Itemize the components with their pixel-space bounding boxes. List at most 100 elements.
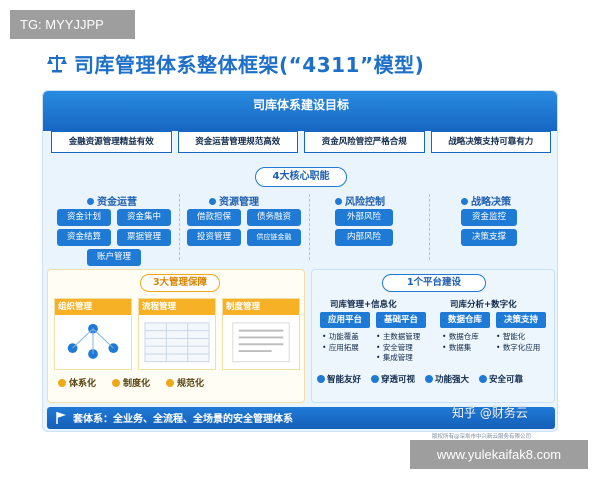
zhihu-watermark: 知乎 @财务云 — [452, 406, 528, 420]
guarantee-panel: 3大管理保障 组织管理 流程管理 — [47, 269, 305, 403]
page-title: 司库管理体系整体框架(“4311”模型) — [74, 52, 425, 77]
platform-group-title: 司库管理+信息化 — [330, 300, 397, 310]
column-title-risk: 风险控制 — [335, 193, 385, 208]
platform-list: • 功能覆盖 • 应用拓展 — [322, 332, 359, 353]
platform-list-item: • 功能覆盖 — [322, 332, 359, 341]
title-row: 司库管理体系整体框架(“4311”模型) — [46, 50, 425, 77]
dot-icon — [166, 379, 175, 387]
dot-icon — [58, 379, 66, 387]
guarantee-card-title: 流程管理 — [139, 299, 215, 315]
platform-box: 决策支持 — [496, 312, 546, 328]
platform-list-item: • 主数据管理 — [376, 332, 421, 341]
function-chip: 票据管理 — [117, 229, 171, 246]
platform-feature: 功能强大 — [425, 373, 469, 385]
feature-text: 安全可靠 — [489, 375, 524, 385]
platform-list-item: • 数字化应用 — [496, 342, 541, 352]
feature-text: 穿透可视 — [381, 375, 416, 385]
feature-text: 智能友好 — [327, 375, 362, 385]
bullet-text: 规范化 — [177, 379, 205, 389]
goal-title: 司库体系建设目标 — [252, 98, 349, 112]
platform-list-item: • 安全管理 — [376, 342, 413, 352]
guarantee-bullet: 制度化 — [112, 376, 150, 389]
platform-list-item: • 数据仓库 — [442, 332, 479, 341]
column-title-strategy: 战略决策 — [461, 193, 511, 208]
dot-icon — [461, 198, 468, 205]
org-chart-icon — [67, 323, 119, 359]
function-chip: 资金监控 — [461, 209, 517, 226]
platform-list: • 数据仓库 • 数据集 — [442, 332, 479, 353]
function-chip: 资金集中 — [117, 209, 171, 226]
column-title-text: 资源管理 — [219, 197, 259, 208]
system-footer-bar: 套体系：全业务、全流程、全场景的安全管理体系 — [47, 407, 555, 429]
platform-box: 基础平台 — [376, 312, 426, 328]
column-divider — [309, 194, 310, 260]
copyright-text: 版权所有@深圳市中兴新云服务有限公司 — [432, 434, 532, 440]
core-functions-label: 4大核心职能 — [255, 167, 347, 187]
function-chip: 投资管理 — [187, 229, 241, 246]
guarantee-label: 3大管理保障 — [140, 274, 220, 292]
goal-banner — [43, 91, 557, 131]
dot-icon — [425, 375, 434, 383]
column-title-fund-ops: 资金运营 — [87, 193, 137, 208]
guarantee-bullets: 体系化 制度化 规范化 — [58, 376, 204, 389]
platform-list-item: • 应用拓展 — [322, 342, 359, 352]
platform-feature: 穿透可视 — [371, 373, 415, 385]
process-table-icon — [144, 322, 210, 363]
platform-features: 智能友好 穿透可视 功能强大 安全可靠 — [317, 373, 523, 385]
function-chip: 决策支撑 — [461, 229, 517, 246]
platform-list: • 智能化 • 数字化应用 — [496, 332, 540, 353]
dot-icon — [209, 198, 216, 205]
column-title-text: 战略决策 — [471, 197, 511, 208]
function-chip: 资金结算 — [57, 229, 111, 246]
guarantee-card-title: 组织管理 — [55, 299, 131, 315]
bullet-text: 体系化 — [69, 379, 97, 389]
column-title-text: 资金运营 — [97, 197, 137, 208]
system-footer-text: 套体系：全业务、全流程、全场景的安全管理体系 — [73, 414, 293, 425]
guarantee-card-policy: 制度管理 — [222, 298, 300, 370]
dot-icon — [335, 198, 342, 205]
scale-icon — [47, 55, 67, 73]
column-title-text: 风险控制 — [345, 197, 385, 208]
goal-item: 资金运营管理规范高效 — [177, 131, 298, 153]
platform-panel: 1个平台建设 司库管理+信息化 应用平台 基础平台 • 功能覆盖 • 应用拓展 … — [311, 269, 555, 403]
platform-box: 应用平台 — [320, 312, 370, 328]
platform-list: • 主数据管理 • 安全管理 • 集成管理 — [376, 332, 420, 364]
platform-box: 数据仓库 — [440, 312, 490, 328]
guarantee-bullet: 体系化 — [58, 376, 96, 389]
platform-group-title: 司库分析+数字化 — [450, 300, 517, 310]
goal-item: 战略决策支持可靠有力 — [430, 131, 551, 153]
dot-icon — [371, 375, 380, 383]
goal-list: 金融资源管理精益有效 资金运营管理规范高效 资金风险管控严格合规 战略决策支持可… — [51, 131, 551, 153]
dot-icon — [112, 379, 121, 387]
feature-text: 功能强大 — [435, 375, 470, 385]
platform-list-item: • 集成管理 — [376, 353, 413, 362]
function-chip: 债务融资 — [247, 209, 301, 226]
column-divider — [179, 194, 180, 260]
function-chip: 借款担保 — [187, 209, 241, 226]
guarantee-card-process: 流程管理 — [138, 298, 216, 370]
function-chip: 内部风险 — [335, 229, 393, 246]
column-title-resource: 资源管理 — [209, 193, 259, 208]
column-divider — [429, 194, 430, 260]
bullet-text: 制度化 — [123, 379, 151, 389]
function-chip: 外部风险 — [335, 209, 393, 226]
dot-icon — [479, 375, 488, 383]
goal-item: 资金风险管控严格合规 — [304, 131, 425, 153]
guarantee-bullet: 规范化 — [166, 376, 204, 389]
guarantee-card-org: 组织管理 — [54, 298, 132, 370]
guarantee-card-title: 制度管理 — [223, 299, 299, 315]
corner-tag: TG: MYYJJPP — [10, 10, 135, 39]
function-chip: 账户管理 — [87, 249, 141, 266]
platform-feature: 智能友好 — [317, 373, 361, 385]
platform-label: 1个平台建设 — [382, 274, 486, 292]
framework-diagram: 司库体系建设目标 金融资源管理精益有效 资金运营管理规范高效 资金风险管控严格合… — [42, 90, 558, 432]
flag-icon — [56, 412, 66, 424]
function-chip: 资金计划 — [57, 209, 111, 226]
platform-list-item: • 数据集 — [442, 342, 472, 352]
url-tag: www.yulekaifak8.com — [410, 440, 588, 469]
function-chip: 供应链金融 — [247, 229, 301, 246]
platform-list-item: • 智能化 — [496, 332, 526, 341]
platform-feature: 安全可靠 — [479, 373, 523, 385]
dot-icon — [317, 375, 325, 383]
